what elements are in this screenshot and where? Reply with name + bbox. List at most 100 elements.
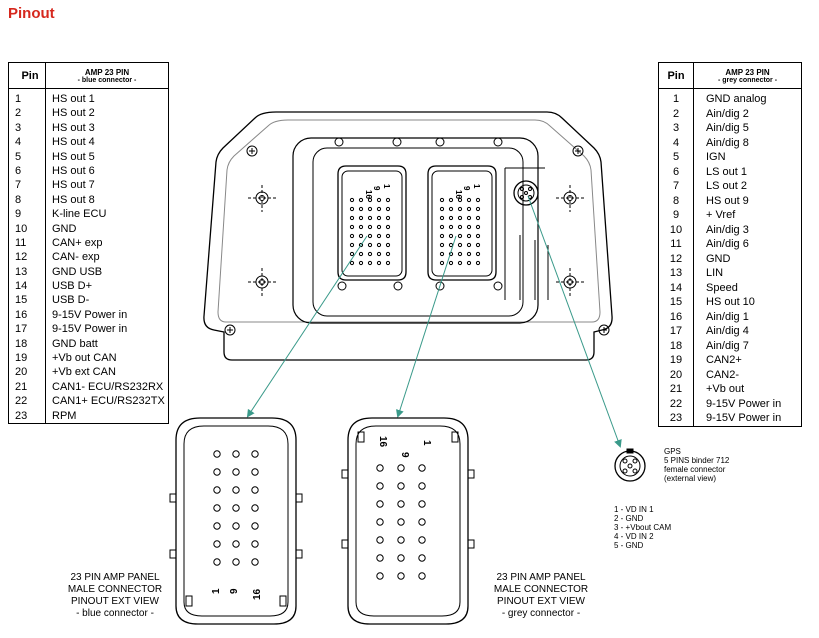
grey-pin-label: CAN2+	[706, 354, 742, 366]
pin-hole	[349, 206, 355, 212]
pin-hole	[358, 197, 364, 203]
blue-pin-number: 19	[15, 352, 28, 365]
pin-hole	[367, 251, 373, 257]
blue-connector-caption: 23 PIN AMP PANEL MALE CONNECTOR PINOUT E…	[50, 572, 180, 620]
blue-pin-number: 5	[15, 150, 22, 163]
grey-connector-header-title: AMP 23 PIN	[725, 67, 770, 77]
blue-pin-number: 21	[15, 380, 28, 393]
blue-pin-label: HS out 1	[52, 93, 95, 105]
pin-hole	[232, 486, 240, 494]
pin-hole	[376, 197, 382, 203]
pin-hole	[466, 224, 472, 230]
grey-pin-label: HS out 9	[706, 194, 749, 207]
blue-caption-line-3: PINOUT EXT VIEW	[71, 596, 159, 607]
pin-hole	[251, 558, 259, 566]
pin-hole	[475, 224, 481, 230]
pin-hole	[385, 224, 391, 230]
pointer-arrows	[246, 195, 622, 448]
grey-pin-number: 4	[672, 136, 680, 149]
grey-pin-label: Ain/dig 8	[706, 136, 749, 149]
device-grey-marker-1: 1	[472, 184, 481, 189]
blue-pin-label: RPM	[52, 409, 77, 422]
grey-pin-number: 9	[672, 209, 680, 221]
blue-pin-number: 12	[15, 251, 28, 264]
blue-connector-header-title: AMP 23 PIN	[84, 67, 130, 77]
pin-hole	[439, 215, 445, 221]
blue-pin-label: HS out 8	[52, 193, 95, 206]
grey-pin-label: 9-15V Power in	[706, 397, 782, 410]
gps-line-2: female connector	[664, 465, 726, 474]
pin-hole	[376, 224, 382, 230]
pin-hole	[385, 251, 391, 257]
gps-pin-2: 2 - GND	[614, 514, 644, 523]
pin-hole	[457, 233, 463, 239]
page-title: Pinout	[8, 5, 55, 22]
blue-pin-label: HS out 4	[52, 136, 95, 149]
gps-line-1: 5 PINS binder 712	[664, 456, 730, 465]
blue-pin-number: 7	[15, 179, 22, 192]
blue-connector-ext-view: 1 9 16	[169, 417, 303, 625]
pin-hole	[466, 260, 472, 266]
device-blue-marker-16: 16	[364, 190, 373, 199]
pin-hole	[448, 224, 454, 230]
pin-hole	[376, 206, 382, 212]
grey-pin-label: Ain/dig 1	[706, 310, 749, 323]
grey-pin-label: +Vb out	[706, 383, 745, 395]
blue-pin-label: USB D+	[52, 280, 93, 293]
pin-hole	[376, 518, 384, 526]
blue-marker-16: 16	[252, 588, 263, 600]
blue-pin-number: 13	[15, 265, 28, 278]
pin-hole	[376, 251, 382, 257]
blue-pin-number: 2	[15, 107, 22, 120]
blue-pin-label: HS out 3	[52, 121, 95, 134]
grey-pin-label: HS out 10	[706, 296, 755, 308]
gps-pin-list: 1 - VD IN 1 2 - GND 3 - +Vbout CAM 4 - V…	[614, 505, 671, 550]
blue-pin-number: 10	[15, 222, 28, 235]
pin-hole	[358, 260, 364, 266]
blue-pin-number: 22	[15, 395, 28, 408]
grey-pin-number: 3	[672, 122, 680, 134]
grey-pin-number: 5	[672, 151, 680, 163]
pin-hole	[358, 242, 364, 248]
pin-hole	[457, 251, 463, 257]
pin-hole	[385, 242, 391, 248]
grey-marker-1: 1	[421, 440, 432, 446]
grey-pin-number: 6	[672, 165, 680, 178]
pin-hole	[251, 486, 259, 494]
device-grey-marker-16: 16	[454, 190, 463, 199]
pin-hole	[439, 251, 445, 257]
pin-hole	[385, 206, 391, 212]
blue-pin-number: 20	[15, 366, 28, 379]
blue-pin-number: 15	[15, 294, 28, 307]
grey-pin-label: Ain/dig 6	[706, 238, 749, 250]
pin-hole	[448, 206, 454, 212]
gps-pin-4: 4 - VD IN 2	[614, 532, 654, 541]
pin-hole	[466, 251, 472, 257]
pin-hole	[349, 233, 355, 239]
pin-hole	[251, 522, 259, 530]
grey-pin-number: 13	[669, 267, 683, 279]
blue-caption-line-4: - blue connector -	[76, 608, 154, 619]
grey-pin-number: 8	[672, 194, 680, 207]
pin-hole	[376, 260, 382, 266]
pin-hole	[232, 522, 240, 530]
pin-hole	[448, 215, 454, 221]
pin-hole	[397, 536, 405, 544]
pin-hole	[466, 197, 472, 203]
blue-caption-line-2: MALE CONNECTOR	[67, 584, 163, 595]
pin-hole	[418, 482, 426, 490]
grey-pin-label: GND analog	[706, 93, 767, 105]
blue-connector-header-sub: - blue connector -	[77, 76, 137, 84]
grey-pin-number: 14	[669, 281, 683, 294]
pin-hole	[376, 500, 384, 508]
pin-hole	[349, 251, 355, 257]
pin-hole	[466, 206, 472, 212]
pin-hole	[376, 215, 382, 221]
pin-hole	[349, 260, 355, 266]
pin-hole	[376, 482, 384, 490]
grey-connector-caption: 23 PIN AMP PANEL MALE CONNECTOR PINOUT E…	[476, 572, 606, 620]
pin-hole	[439, 242, 445, 248]
